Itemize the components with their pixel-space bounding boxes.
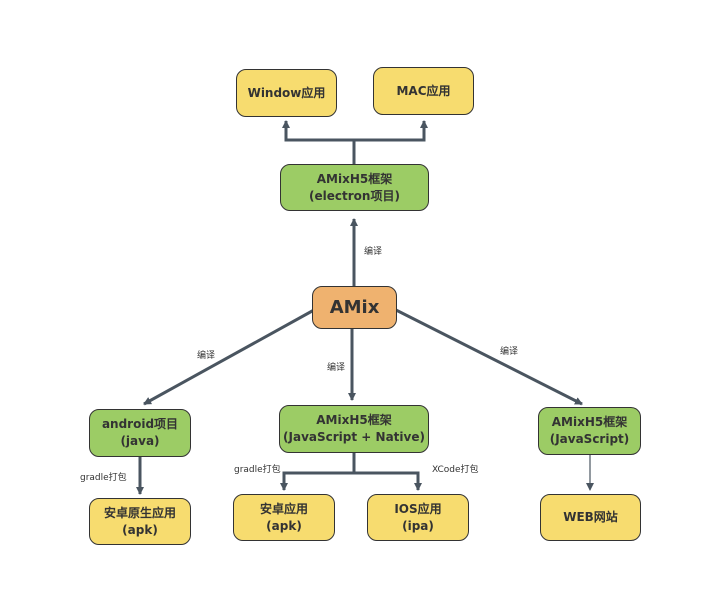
edge-label-compile-right: 编译 bbox=[500, 347, 519, 357]
edge-amix-js bbox=[395, 308, 583, 406]
edge-label-xcode: XCode打包 bbox=[432, 465, 479, 475]
edge-label-compile-up: 编译 bbox=[364, 247, 383, 257]
android-project-node[interactable]: android项目 (java) bbox=[89, 409, 191, 457]
edge-label-compile-left: 编译 bbox=[197, 351, 216, 361]
native-framework-title: AMixH5框架 bbox=[316, 413, 392, 427]
android-app-subtitle: (apk) bbox=[266, 518, 302, 533]
window-app-label: Window应用 bbox=[247, 85, 326, 100]
amix-node[interactable]: AMix bbox=[312, 286, 397, 329]
electron-title: AMixH5框架 bbox=[316, 171, 393, 186]
mac-app-label: MAC应用 bbox=[396, 83, 451, 98]
native-framework-subtitle: (JavaScript + Native) bbox=[283, 430, 425, 444]
mac-app-node[interactable]: MAC应用 bbox=[373, 67, 474, 115]
android-native-app-subtitle: (apk) bbox=[122, 522, 158, 537]
edge-electron-window bbox=[282, 120, 356, 164]
window-app-node[interactable]: Window应用 bbox=[236, 69, 337, 117]
web-site-node[interactable]: WEB网站 bbox=[540, 494, 641, 541]
android-native-app-title: 安卓原生应用 bbox=[103, 505, 176, 520]
js-framework-node[interactable]: AMixH5框架 (JavaScript) bbox=[538, 407, 641, 455]
edge-native-android-app bbox=[280, 453, 356, 491]
edge-label-compile-mid: 编译 bbox=[327, 363, 346, 373]
native-framework-node[interactable]: AMixH5框架 (JavaScript + Native) bbox=[279, 405, 429, 453]
electron-subtitle: (electron项目) bbox=[309, 188, 400, 203]
ios-app-subtitle: (ipa) bbox=[402, 518, 434, 533]
amix-label: AMix bbox=[329, 297, 380, 318]
edge-native-ios-app bbox=[354, 471, 422, 491]
android-app-node[interactable]: 安卓应用 (apk) bbox=[233, 494, 335, 541]
android-project-title: android项目 bbox=[101, 417, 179, 431]
electron-node[interactable]: AMixH5框架 (electron项目) bbox=[280, 164, 429, 211]
edge-amix-android bbox=[143, 308, 315, 406]
js-framework-title: AMixH5框架 bbox=[551, 415, 628, 429]
web-site-label: WEB网站 bbox=[563, 510, 618, 524]
edge-label-gradle-mid: gradle打包 bbox=[234, 465, 281, 475]
ios-app-title: IOS应用 bbox=[394, 501, 442, 516]
android-project-subtitle: (java) bbox=[120, 434, 160, 448]
android-native-app-node[interactable]: 安卓原生应用 (apk) bbox=[89, 498, 191, 545]
ios-app-node[interactable]: IOS应用 (ipa) bbox=[367, 494, 469, 541]
js-framework-subtitle: (JavaScript) bbox=[549, 432, 630, 446]
edge-label-gradle-left: gradle打包 bbox=[80, 473, 127, 483]
android-app-title: 安卓应用 bbox=[259, 501, 308, 516]
edge-electron-mac bbox=[354, 120, 428, 142]
